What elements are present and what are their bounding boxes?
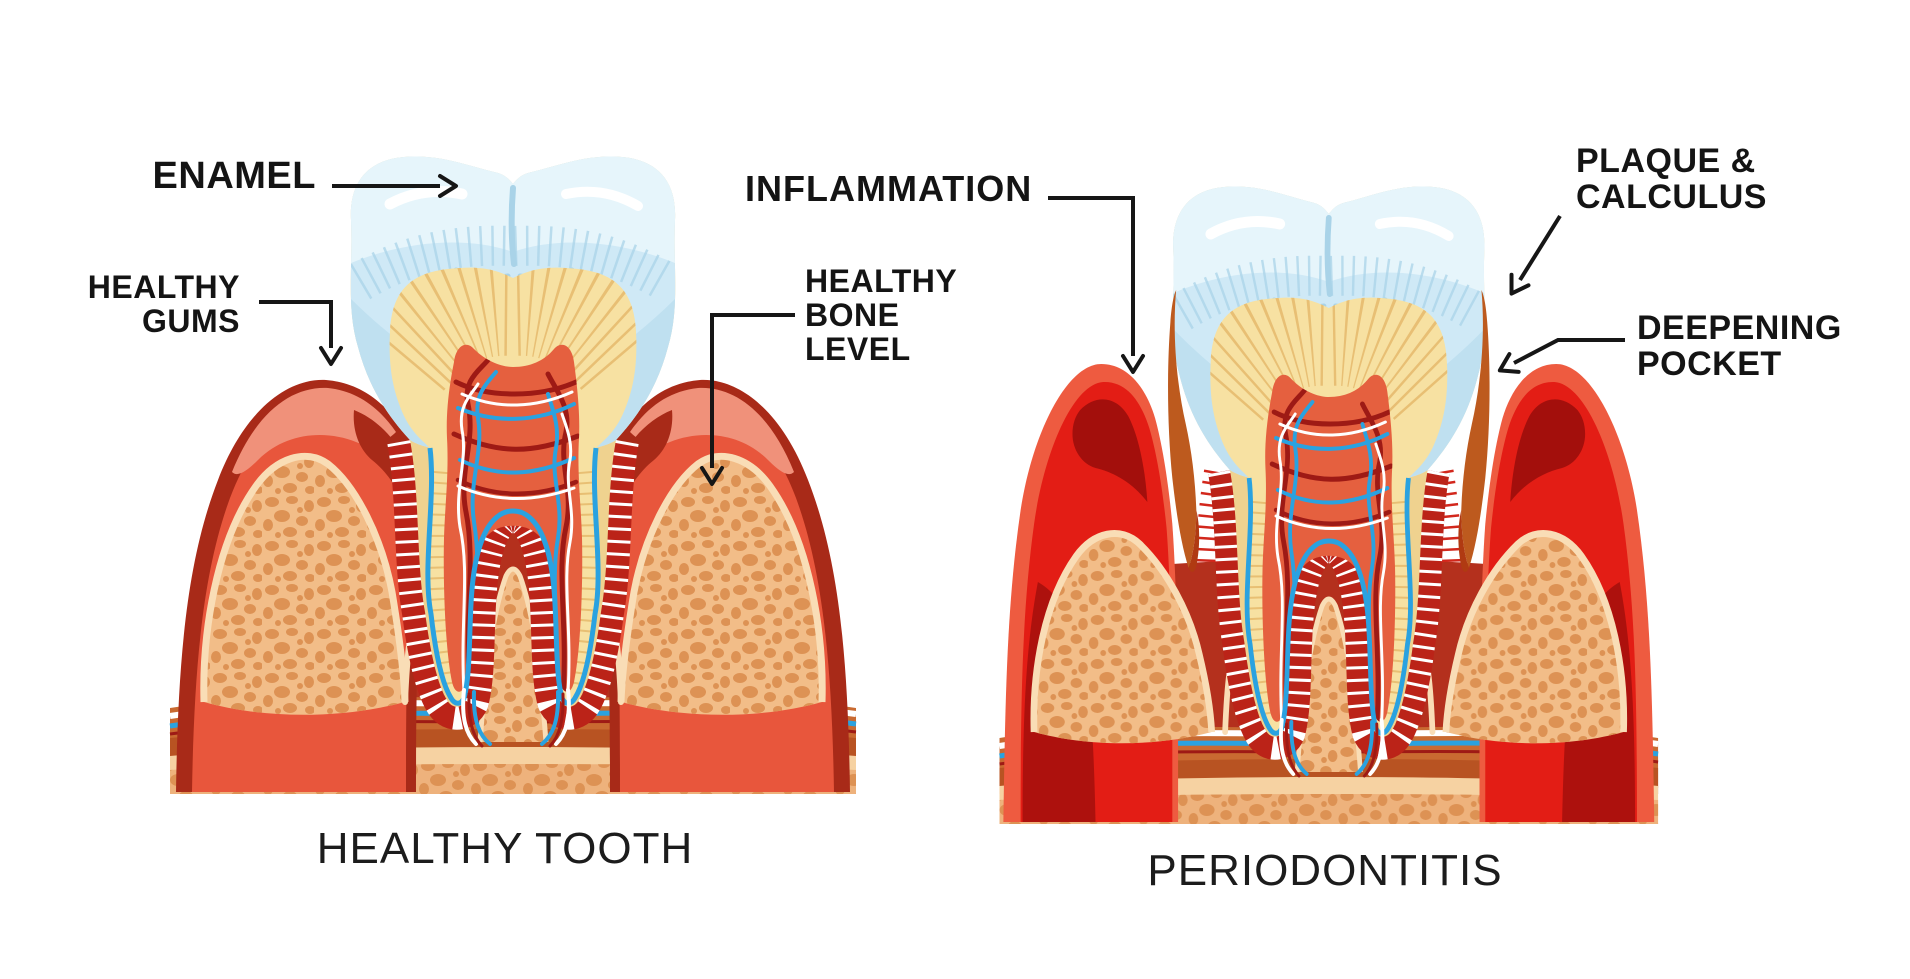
pocket-fibres-right: [1424, 469, 1463, 568]
title-healthy-tooth: HEALTHY TOOTH: [316, 824, 694, 873]
label-healthy-gums: HEALTHY GUMS: [87, 269, 240, 340]
plaque-calculus-deposit: [1168, 290, 1490, 572]
inflammation-arrow: [1048, 196, 1145, 374]
pocket-fibres-left: [1195, 469, 1233, 568]
periodontitis-illustration: [1000, 166, 1659, 824]
plaque-calculus-arrow: [1509, 214, 1562, 296]
healthy-tooth-illustration: [170, 136, 856, 794]
alveolar-bone-right: [617, 452, 826, 715]
healthy-bone-level-arrow: [700, 313, 795, 486]
label-inflammation: INFLAMMATION: [745, 168, 1033, 209]
label-healthy-bone-level: HEALTHY BONE LEVEL: [805, 263, 958, 368]
label-enamel: ENAMEL: [152, 155, 316, 197]
label-connectors: [259, 174, 1625, 486]
healthy-gums-arrow: [259, 300, 343, 366]
label-deepening-pocket: DEEPENING POCKET: [1637, 309, 1842, 384]
receded-bone-right: [1442, 530, 1628, 744]
receded-bone-left: [1030, 530, 1216, 744]
label-plaque-calculus: PLAQUE & CALCULUS: [1576, 142, 1767, 217]
alveolar-bone-left: [200, 452, 409, 715]
deepening-pocket-arrow: [1497, 338, 1625, 374]
title-periodontitis: PERIODONTITIS: [1147, 846, 1503, 895]
